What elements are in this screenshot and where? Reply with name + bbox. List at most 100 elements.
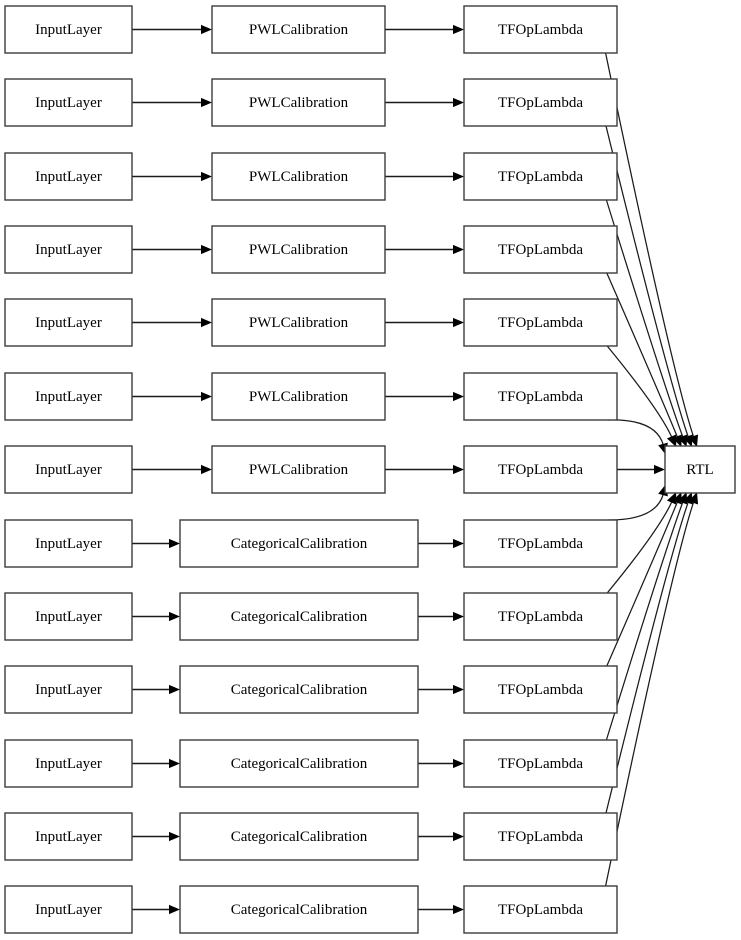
edge-input-to-calibration-8 <box>132 611 180 622</box>
node-input-layer-6[interactable]: InputLayer <box>4 445 133 494</box>
edge-calibration-to-lambda-2-arrowhead <box>453 171 464 182</box>
edge-calibration-to-lambda-7 <box>418 538 464 549</box>
edge-lambda-to-rtl-4 <box>606 345 677 447</box>
edge-lambda-to-rtl-6-arrowhead <box>654 464 665 475</box>
edge-lambda-to-rtl-0 <box>604 52 699 447</box>
node-categorical-calibration-10-label: CategoricalCalibration <box>231 756 368 772</box>
edge-calibration-to-lambda-1 <box>385 97 464 108</box>
node-input-layer-9-label: InputLayer <box>35 682 102 698</box>
edge-calibration-to-lambda-6-arrowhead <box>453 464 464 475</box>
node-categorical-calibration-9-label: CategoricalCalibration <box>231 682 368 698</box>
edge-input-to-calibration-0 <box>132 24 212 35</box>
node-input-layer-10[interactable]: InputLayer <box>4 739 133 788</box>
edge-input-to-calibration-5-arrowhead <box>201 391 212 402</box>
node-pwl-calibration-6[interactable]: PWLCalibration <box>211 445 386 494</box>
node-input-layer-1-label: InputLayer <box>35 95 102 111</box>
edge-calibration-to-lambda-12-arrowhead <box>453 904 464 915</box>
node-input-layer-11-label: InputLayer <box>35 829 102 845</box>
node-categorical-calibration-8-label: CategoricalCalibration <box>231 609 368 625</box>
node-categorical-calibration-10[interactable]: CategoricalCalibration <box>179 739 419 788</box>
edge-lambda-to-rtl-4-arrowhead <box>666 434 677 447</box>
node-pwl-calibration-2[interactable]: PWLCalibration <box>211 152 386 201</box>
node-tfoplambda-3[interactable]: TFOpLambda <box>463 225 618 274</box>
node-input-layer-5-label: InputLayer <box>35 389 102 405</box>
node-tfoplambda-6[interactable]: TFOpLambda <box>463 445 618 494</box>
node-tfoplambda-0[interactable]: TFOpLambda <box>463 5 618 54</box>
node-pwl-calibration-3[interactable]: PWLCalibration <box>211 225 386 274</box>
edge-input-to-calibration-7-arrowhead <box>169 538 180 549</box>
edge-input-to-calibration-6 <box>132 464 212 475</box>
node-tfoplambda-4[interactable]: TFOpLambda <box>463 298 618 347</box>
node-input-layer-2[interactable]: InputLayer <box>4 152 133 201</box>
node-rtl[interactable]: RTL <box>664 445 736 494</box>
node-pwl-calibration-4[interactable]: PWLCalibration <box>211 298 386 347</box>
edge-input-to-calibration-12 <box>132 904 180 915</box>
edge-calibration-to-lambda-10-arrowhead <box>453 758 464 769</box>
node-pwl-calibration-1[interactable]: PWLCalibration <box>211 78 386 127</box>
node-tfoplambda-11-label: TFOpLambda <box>498 829 583 845</box>
node-tfoplambda-4-label: TFOpLambda <box>498 315 583 331</box>
edge-input-to-calibration-11 <box>132 831 180 842</box>
node-input-layer-5[interactable]: InputLayer <box>4 372 133 421</box>
edge-input-to-calibration-12-arrowhead <box>169 904 180 915</box>
edge-calibration-to-lambda-11-arrowhead <box>453 831 464 842</box>
node-input-layer-3[interactable]: InputLayer <box>4 225 133 274</box>
edge-lambda-to-rtl-11 <box>605 492 693 814</box>
node-tfoplambda-7[interactable]: TFOpLambda <box>463 519 618 568</box>
edge-input-to-calibration-5 <box>132 391 212 402</box>
edge-calibration-to-lambda-4-arrowhead <box>453 317 464 328</box>
node-tfoplambda-10-label: TFOpLambda <box>498 756 583 772</box>
node-input-layer-7[interactable]: InputLayer <box>4 519 133 568</box>
edge-calibration-to-lambda-8-arrowhead <box>453 611 464 622</box>
node-input-layer-9[interactable]: InputLayer <box>4 665 133 714</box>
node-tfoplambda-10[interactable]: TFOpLambda <box>463 739 618 788</box>
node-pwl-calibration-0-label: PWLCalibration <box>249 22 349 38</box>
node-input-layer-4[interactable]: InputLayer <box>4 298 133 347</box>
node-tfoplambda-0-label: TFOpLambda <box>498 22 583 38</box>
node-categorical-calibration-11[interactable]: CategoricalCalibration <box>179 812 419 861</box>
edge-calibration-to-lambda-12 <box>418 904 464 915</box>
node-tfoplambda-1[interactable]: TFOpLambda <box>463 78 618 127</box>
node-tfoplambda-2[interactable]: TFOpLambda <box>463 152 618 201</box>
edge-input-to-calibration-3 <box>132 244 212 255</box>
node-input-layer-3-label: InputLayer <box>35 242 102 258</box>
edge-input-to-calibration-4-arrowhead <box>201 317 212 328</box>
node-tfoplambda-11[interactable]: TFOpLambda <box>463 812 618 861</box>
node-input-layer-12[interactable]: InputLayer <box>4 885 133 934</box>
node-tfoplambda-5[interactable]: TFOpLambda <box>463 372 618 421</box>
edge-lambda-to-rtl-8 <box>606 492 677 594</box>
node-input-layer-1[interactable]: InputLayer <box>4 78 133 127</box>
node-categorical-calibration-7[interactable]: CategoricalCalibration <box>179 519 419 568</box>
node-tfoplambda-8[interactable]: TFOpLambda <box>463 592 618 641</box>
edge-input-to-calibration-2-arrowhead <box>201 171 212 182</box>
edge-calibration-to-lambda-9 <box>418 684 464 695</box>
edge-calibration-to-lambda-1-arrowhead <box>453 97 464 108</box>
node-pwl-calibration-1-label: PWLCalibration <box>249 95 349 111</box>
node-input-layer-8[interactable]: InputLayer <box>4 592 133 641</box>
node-categorical-calibration-8[interactable]: CategoricalCalibration <box>179 592 419 641</box>
edge-calibration-to-lambda-3-arrowhead <box>453 244 464 255</box>
node-pwl-calibration-5[interactable]: PWLCalibration <box>211 372 386 421</box>
node-pwl-calibration-0[interactable]: PWLCalibration <box>211 5 386 54</box>
node-tfoplambda-5-label: TFOpLambda <box>498 389 583 405</box>
node-pwl-calibration-6-label: PWLCalibration <box>249 462 349 478</box>
node-categorical-calibration-9[interactable]: CategoricalCalibration <box>179 665 419 714</box>
node-tfoplambda-9[interactable]: TFOpLambda <box>463 665 618 714</box>
edge-input-to-calibration-4 <box>132 317 212 328</box>
node-input-layer-7-label: InputLayer <box>35 536 102 552</box>
edge-calibration-to-lambda-5 <box>385 391 464 402</box>
node-tfoplambda-12[interactable]: TFOpLambda <box>463 885 618 934</box>
edge-calibration-to-lambda-6 <box>385 464 464 475</box>
node-tfoplambda-8-label: TFOpLambda <box>498 609 583 625</box>
node-tfoplambda-3-label: TFOpLambda <box>498 242 583 258</box>
edge-calibration-to-lambda-7-arrowhead <box>453 538 464 549</box>
node-categorical-calibration-12[interactable]: CategoricalCalibration <box>179 885 419 934</box>
edge-calibration-to-lambda-3 <box>385 244 464 255</box>
edge-lambda-to-rtl-2 <box>605 199 688 447</box>
node-input-layer-0[interactable]: InputLayer <box>4 5 133 54</box>
edge-calibration-to-lambda-11 <box>418 831 464 842</box>
node-input-layer-11[interactable]: InputLayer <box>4 812 133 861</box>
edge-calibration-to-lambda-5-arrowhead <box>453 391 464 402</box>
edge-input-to-calibration-9-arrowhead <box>169 684 180 695</box>
